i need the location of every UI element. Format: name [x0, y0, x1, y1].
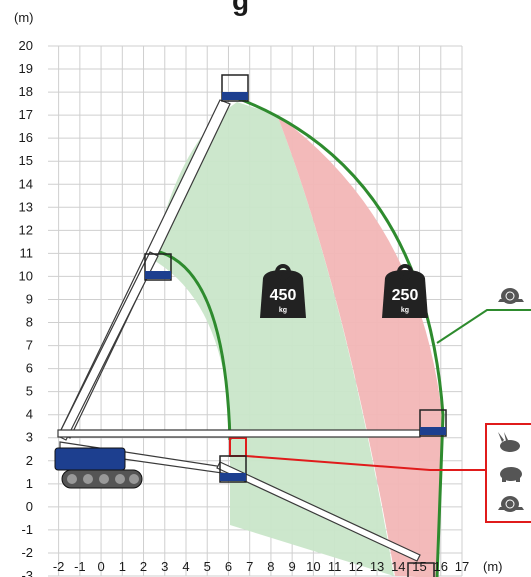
- x-tick-label: 7: [246, 559, 253, 574]
- tracked-base-machine: [54, 447, 143, 489]
- x-tick-label: 15: [412, 559, 426, 574]
- basket-bottom: [219, 455, 247, 483]
- callout-line-green: [436, 309, 531, 344]
- x-tick-label: 6: [225, 559, 232, 574]
- y-tick-label: 15: [19, 153, 33, 168]
- x-tick-label: 9: [289, 559, 296, 574]
- y-tick-label: 0: [26, 499, 33, 514]
- green-zone-450kg: [150, 102, 394, 576]
- y-tick-label: 2: [26, 453, 33, 468]
- y-tick-label: 6: [26, 361, 33, 376]
- basket-mid: [144, 253, 172, 281]
- rabbit-icon: [498, 432, 520, 452]
- y-tick-label: 9: [26, 291, 33, 306]
- x-tick-label: -2: [53, 559, 65, 574]
- y-tick-label: 7: [26, 338, 33, 353]
- x-tick-label: 17: [455, 559, 469, 574]
- y-tick-label: 4: [26, 407, 33, 422]
- x-tick-label: 10: [306, 559, 320, 574]
- y-tick-label: 12: [19, 222, 33, 237]
- y-tick-label: 8: [26, 315, 33, 330]
- y-tick-label: -1: [21, 522, 33, 537]
- y-tick-label: 18: [19, 84, 33, 99]
- x-tick-label: 4: [182, 559, 189, 574]
- weight-450-value: 450: [270, 287, 297, 304]
- y-tick-label: 14: [19, 176, 33, 191]
- envelope-inner-outline: [149, 248, 232, 441]
- y-tick-label: 16: [19, 130, 33, 145]
- y-tick-label: 3: [26, 430, 33, 445]
- y-tick-label: 19: [19, 61, 33, 76]
- x-tick-label: 3: [161, 559, 168, 574]
- y-tick-label: 11: [20, 245, 34, 260]
- y-axis-unit: (m): [14, 10, 34, 25]
- y-tick-label: -3: [21, 568, 33, 577]
- x-tick-label: 13: [370, 559, 384, 574]
- basket-right-low: [407, 562, 435, 577]
- weight-250kg: 250 kg: [382, 264, 428, 318]
- x-tick-label: 11: [328, 559, 342, 574]
- weight-450-unit: kg: [279, 307, 287, 314]
- x-axis-unit: (m): [483, 559, 503, 574]
- weight-250-value: 250: [392, 287, 419, 304]
- weight-450kg: 450 kg: [260, 264, 306, 318]
- envelope-outline: [236, 96, 445, 577]
- weight-250-unit: kg: [401, 307, 409, 314]
- y-tick-label: 20: [19, 38, 33, 53]
- x-tick-label: 14: [391, 559, 405, 574]
- snail-icon: [498, 288, 524, 304]
- x-tick-label: 16: [434, 559, 448, 574]
- x-tick-label: 1: [119, 559, 126, 574]
- y-tick-label: 17: [19, 107, 33, 122]
- red-zone-250kg: [277, 115, 442, 577]
- x-tick-label: 2: [140, 559, 147, 574]
- title-fragment: g: [232, 0, 249, 16]
- x-tick-label: -1: [74, 559, 86, 574]
- x-tick-label: 5: [204, 559, 211, 574]
- snail-icon-lower: [498, 496, 524, 512]
- legend-box-lower: [485, 423, 531, 523]
- y-tick-label: 10: [19, 268, 33, 283]
- x-tick-label: 12: [349, 559, 363, 574]
- y-tick-label: 5: [26, 384, 33, 399]
- y-tick-label: 1: [26, 476, 33, 491]
- x-tick-label: 8: [267, 559, 274, 574]
- y-tick-label: -2: [21, 545, 33, 560]
- basket-right-high: [419, 409, 447, 437]
- y-tick-label: 13: [19, 199, 33, 214]
- turtle-icon: [500, 467, 522, 482]
- callout-line-red: [245, 455, 486, 471]
- basket-top: [221, 74, 249, 102]
- x-tick-label: 0: [97, 559, 104, 574]
